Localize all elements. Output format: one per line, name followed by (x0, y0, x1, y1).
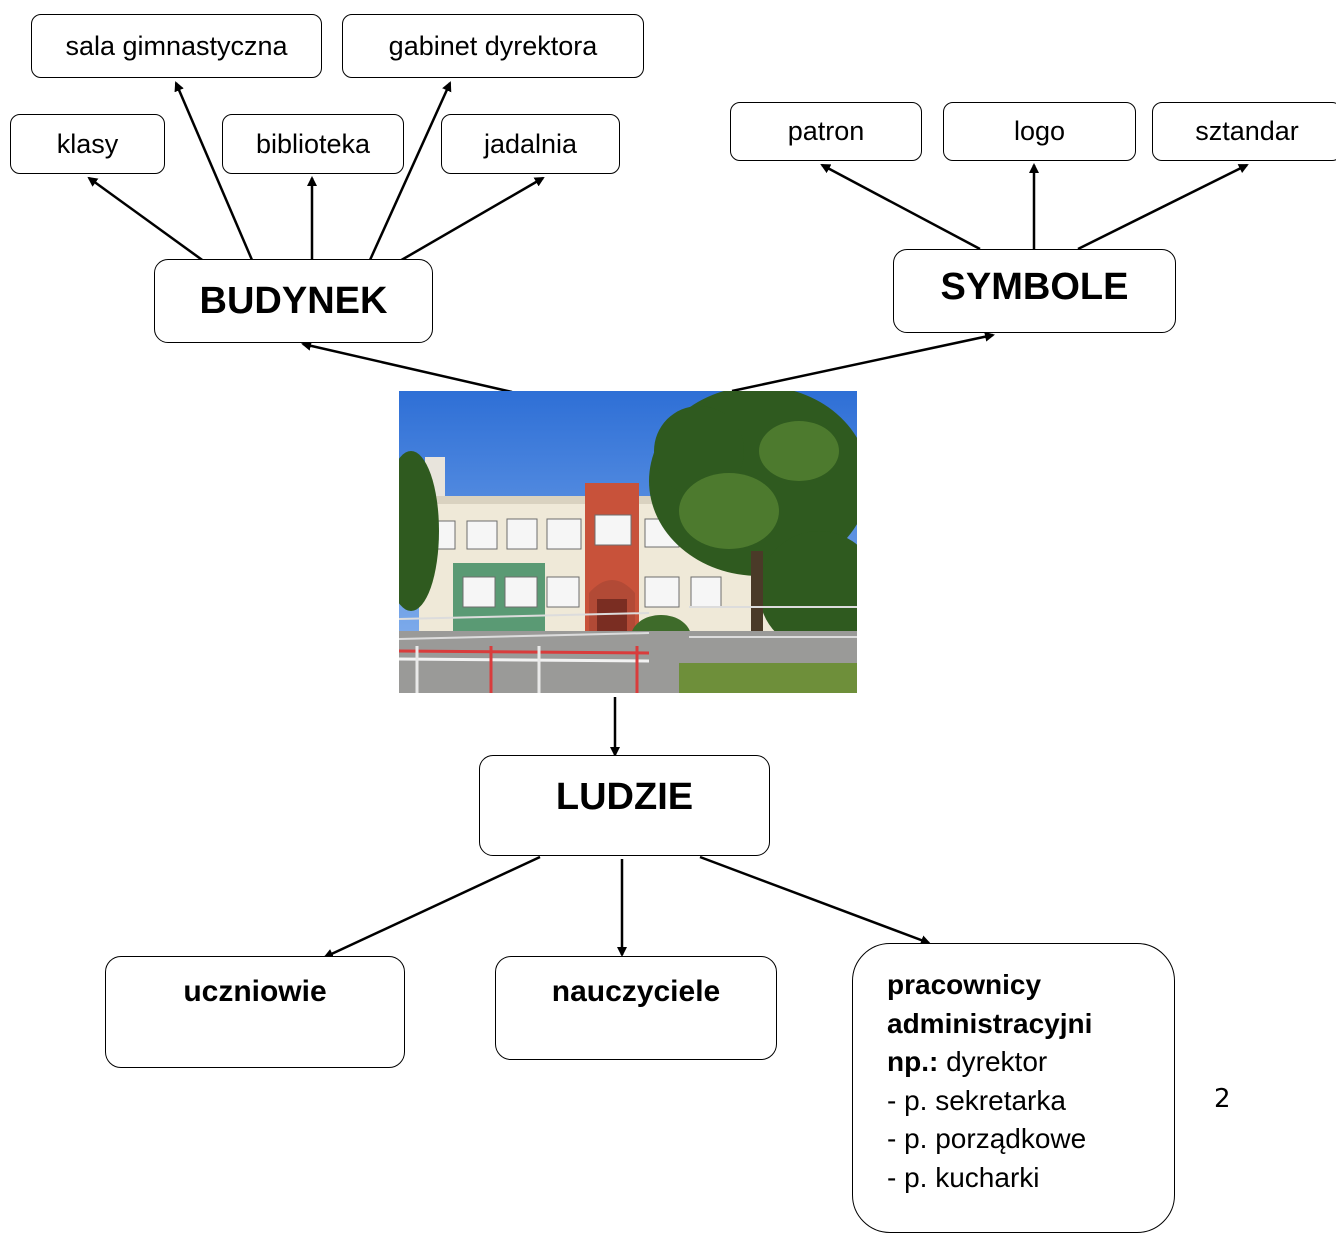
arrow-to-jadalnia (397, 176, 545, 264)
arrow-to-sala (174, 81, 254, 261)
pracownicy-list-item: - p. porządkowe (887, 1123, 1087, 1154)
pracownicy-heading-line2: administracyjni (887, 1007, 1093, 1039)
arrow-to-klasy (87, 176, 206, 264)
logo-box: logo (943, 102, 1136, 161)
page-number: 2 (1214, 1084, 1231, 1114)
biblioteka-label: biblioteka (255, 128, 371, 159)
uczniowie-label: uczniowie (183, 975, 327, 1008)
arrow-to-uczniowie (323, 855, 541, 959)
np-value: dyrektor (938, 1046, 1048, 1077)
arrow-to-gabinet (368, 81, 452, 261)
gabinet-dyrektora-box: gabinet dyrektora (342, 14, 644, 78)
sztandar-label: sztandar (1195, 116, 1299, 146)
symbole-box: SYMBOLE (893, 249, 1176, 333)
sztandar-box: sztandar (1152, 102, 1336, 161)
ludzie-box: LUDZIE (479, 755, 770, 856)
ludzie-title: LUDZIE (555, 776, 694, 818)
nauczyciele-box: nauczyciele (495, 956, 777, 1060)
school-building-photo (399, 391, 857, 693)
pracownicy-list-item: - p. sekretarka (887, 1084, 1066, 1116)
arrow-to-symbole (731, 331, 995, 393)
arrow-to-pracownicy (699, 855, 931, 945)
sala-gimnastyczna-label: sala gimnastyczna (65, 30, 288, 61)
klasy-box: klasy (10, 114, 165, 174)
jadalnia-box: jadalnia (441, 114, 620, 174)
jadalnia-label: jadalnia (483, 128, 578, 159)
arrow-to-patron (820, 163, 981, 251)
budynek-box: BUDYNEK (154, 259, 433, 343)
np-label: np.: (887, 1046, 939, 1077)
uczniowie-box: uczniowie (105, 956, 405, 1068)
klasy-label: klasy (56, 128, 119, 159)
pracownicy-heading-line1: pracownicy (887, 969, 1042, 1000)
pracownicy-example-line: np.: dyrektor (887, 1043, 1174, 1082)
sala-gimnastyczna-box: sala gimnastyczna (31, 14, 322, 78)
patron-box: patron (730, 102, 922, 161)
arrow-to-budynek (301, 340, 513, 394)
symbole-title: SYMBOLE (940, 266, 1129, 308)
biblioteka-box: biblioteka (222, 114, 404, 174)
pracownicy-box: pracownicy administracyjni np.: dyrektor… (852, 943, 1175, 1233)
logo-label: logo (1013, 116, 1066, 146)
budynek-title: BUDYNEK (199, 279, 388, 322)
gabinet-dyrektora-label: gabinet dyrektora (388, 30, 598, 61)
pracownicy-list-item: - p. kucharki (887, 1161, 1040, 1193)
arrow-to-sztandar (1077, 163, 1249, 251)
patron-label: patron (787, 116, 865, 146)
nauczyciele-label: nauczyciele (551, 975, 721, 1008)
